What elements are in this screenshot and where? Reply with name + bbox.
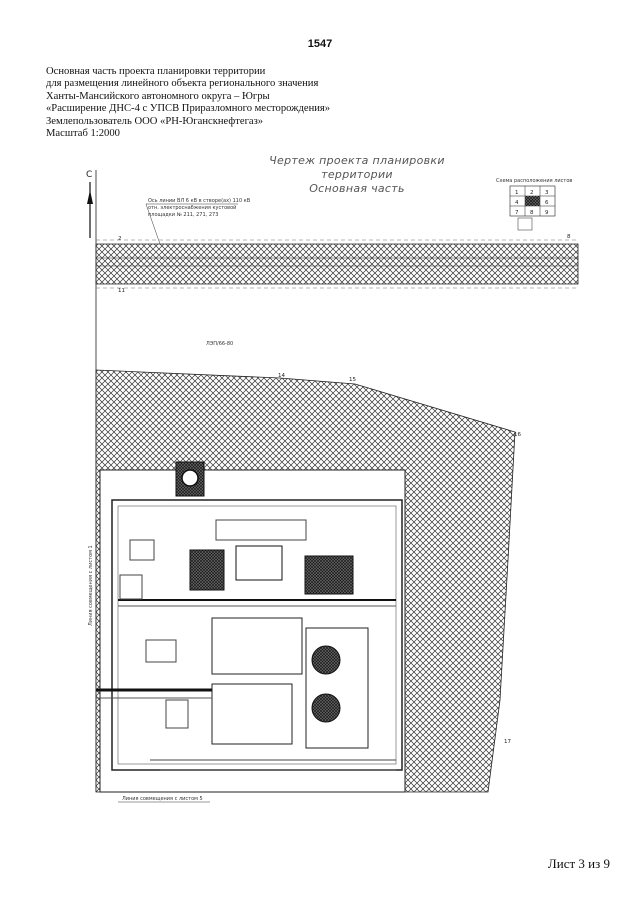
drawing-subtitle: Основная часть (309, 182, 405, 195)
point-label-11: 11 (118, 288, 125, 294)
point-label-2: 2 (118, 236, 122, 242)
legend-cell-4: 4 (515, 200, 519, 206)
left-side-label: Линия совмещения с листом 1 (88, 545, 94, 626)
legend-current-sheet (525, 196, 540, 206)
line-note-2: отн. электроснабжения кустовой (148, 204, 236, 211)
legend-cell-8: 8 (530, 210, 534, 216)
page-number: 1547 (307, 38, 333, 50)
bottom-label: Линия совмещения с листом 5 (122, 796, 203, 802)
header-line-3: Ханты-Мансийского автономного округа – Ю… (46, 90, 270, 102)
drawing-title-block: Чертеж проекта планировки территории Осн… (232, 154, 482, 196)
line-note-3: площадки № 211, 271, 273 (148, 212, 218, 218)
legend-cell-2: 2 (530, 190, 534, 196)
point-label-16: 16 (514, 432, 521, 438)
legend-cell-5: 5 (530, 200, 534, 206)
point-label-17: 17 (504, 739, 511, 745)
legend-cell-9: 9 (545, 210, 549, 216)
north-label: С (86, 170, 92, 180)
legend-cell-7: 7 (515, 210, 519, 216)
drawing-title: Чертеж проекта планировки территории (269, 154, 445, 181)
header-line-5: Землепользователь ООО «РН-Юганскнефтегаз… (46, 115, 264, 127)
legend-cell-1: 1 (515, 190, 519, 196)
line-note: Ось линии ВЛ 6 кВ в створе(ах) 110 кВ от… (145, 198, 251, 245)
corridor-band (95, 243, 579, 285)
legend-cell-6: 6 (545, 200, 549, 206)
point-label-14: 14 (278, 373, 285, 379)
facility-block (96, 461, 406, 793)
center-label: ЛЭП/66-80 (206, 341, 233, 347)
header-line-4: «Расширение ДНС-4 с УПСВ Приразломного м… (46, 103, 331, 115)
header-line-1: Основная часть проекта планировки террит… (46, 66, 266, 77)
point-label-8: 8 (567, 234, 571, 240)
header-line-2: для размещения линейного объекта региона… (46, 78, 319, 90)
header-line-6: Масштаб 1:2000 (46, 128, 120, 140)
sheet-layout-legend: Схема расположения листов 1 2 3 4 5 6 7 … (496, 178, 572, 231)
document-header: Основная часть проекта планировки террит… (46, 66, 330, 140)
sheet-number: Лист 3 из 9 (547, 856, 610, 871)
north-arrow: С (86, 170, 93, 238)
legend-title: Схема расположения листов (496, 178, 572, 184)
line-note-1: Ось линии ВЛ 6 кВ в створе(ах) 110 кВ (148, 198, 251, 204)
point-label-15: 15 (349, 377, 356, 383)
legend-cell-3: 3 (545, 190, 549, 196)
